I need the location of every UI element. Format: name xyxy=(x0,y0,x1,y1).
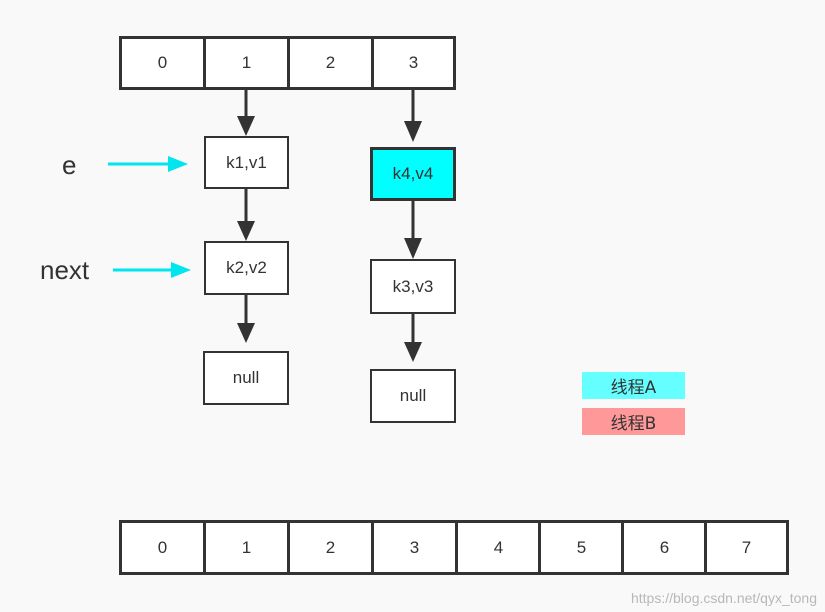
pointer-label-next: next xyxy=(40,255,90,285)
link-arrow-k1-to-k2 xyxy=(237,189,255,241)
link-arrow-cell1-to-k1 xyxy=(237,89,255,136)
old-array-cell-1: 1 xyxy=(203,36,290,90)
new-array-cell-1: 1 xyxy=(203,520,290,575)
old-array-cell-0: 0 xyxy=(119,36,206,90)
node-null-bucket3: null xyxy=(370,369,456,423)
node-k4-v4: k4,v4 xyxy=(370,147,456,201)
old-array-cell-2: 2 xyxy=(287,36,374,90)
link-arrow-k4-to-k3 xyxy=(404,201,422,259)
node-k1-v1: k1,v1 xyxy=(204,136,289,189)
old-array-cell-3: 3 xyxy=(371,36,456,90)
new-array-cell-0: 0 xyxy=(119,520,206,575)
watermark: https://blog.csdn.net/qyx_tong xyxy=(630,590,817,606)
link-arrow-cell3-to-k4 xyxy=(404,89,422,142)
new-array-cell-2: 2 xyxy=(287,520,374,575)
link-arrow-k2-to-null xyxy=(237,294,255,343)
pointer-arrow-e xyxy=(108,156,188,172)
link-arrow-k3-to-null xyxy=(404,314,422,362)
pointer-arrow-next xyxy=(113,262,191,278)
legend-thread-a: 线程A xyxy=(582,372,685,399)
new-array-cell-6: 6 xyxy=(621,520,708,575)
new-array-cell-4: 4 xyxy=(455,520,542,575)
new-array-cell-7: 7 xyxy=(704,520,789,575)
pointer-label-e: e xyxy=(62,150,77,180)
node-k2-v2: k2,v2 xyxy=(204,241,289,295)
new-array-cell-3: 3 xyxy=(371,520,458,575)
new-array-cell-5: 5 xyxy=(538,520,625,575)
node-null-bucket1: null xyxy=(203,351,289,405)
legend-thread-b: 线程B xyxy=(582,408,685,435)
node-k3-v3: k3,v3 xyxy=(370,259,456,314)
